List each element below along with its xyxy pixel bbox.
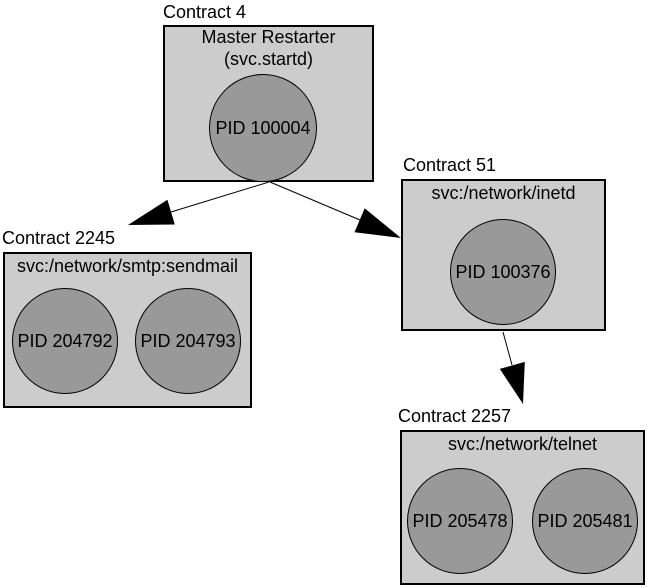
arrow-contract4-to-contract2245 [128, 181, 270, 225]
contract-2245-label: Contract 2245 [2, 228, 116, 248]
process-circle: PID 205478 [407, 468, 513, 574]
process-circle: PID 205481 [532, 468, 638, 574]
arrow-contract4-to-contract51 [269, 181, 401, 238]
pid-label: PID 205481 [537, 510, 633, 531]
contract-2257-label: Contract 2257 [398, 406, 512, 426]
contract-4-title-line-1: Master Restarter [201, 27, 336, 47]
process-circle: PID 100004 [209, 74, 317, 182]
contract-2257-title-line-1: svc:/network/telnet [447, 434, 598, 454]
contract-2245-title-line-1: svc:/network/smtp:sendmail [16, 256, 239, 276]
contract-51-title-line-1: svc:/network/inetd [431, 183, 576, 203]
pid-label: PID 204793 [140, 330, 236, 351]
process-circle: PID 204793 [135, 288, 241, 394]
arrow-contract51-to-contract2257 [499, 331, 525, 404]
pid-label: PID 100004 [215, 117, 311, 138]
process-circle: PID 100376 [450, 219, 556, 325]
contract-51-label: Contract 51 [403, 155, 497, 175]
contract-4-title-line-2: (svc.startd) [223, 49, 313, 69]
pid-label: PID 205478 [412, 510, 508, 531]
process-circle: PID 204792 [12, 288, 118, 394]
contract-4-label: Contract 4 [163, 2, 247, 22]
pid-label: PID 204792 [17, 330, 113, 351]
pid-label: PID 100376 [455, 261, 551, 282]
